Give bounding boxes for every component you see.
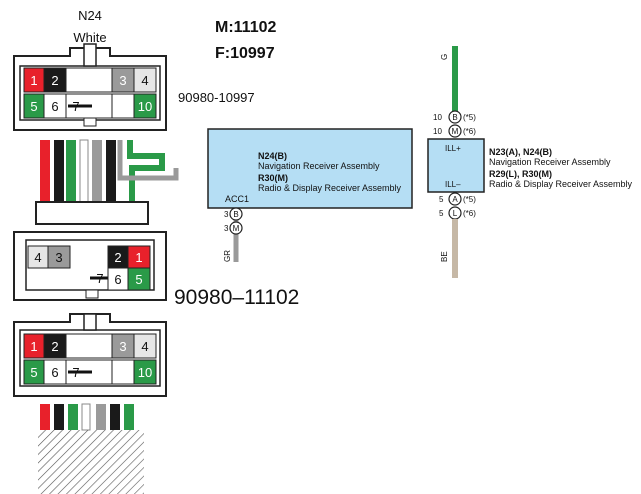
top-pin-2: 2	[51, 73, 58, 88]
mid-pin-2: 2	[114, 250, 121, 265]
right-pin-a: 5	[439, 195, 444, 204]
bottom-pin-4: 4	[141, 339, 148, 354]
right-letter-a: A	[452, 195, 458, 204]
mid-pin-4: 4	[34, 250, 41, 265]
code-f: F:10997	[215, 45, 275, 62]
bottom-pin-1: 1	[30, 339, 37, 354]
left-wire-color: GR	[223, 250, 232, 262]
middle-part-number: 90980–11102	[174, 286, 299, 309]
right-pin-b: 10	[433, 113, 442, 122]
left-module-name2: Radio & Display Receiver Assembly	[258, 183, 402, 193]
right-letter-b: B	[452, 113, 457, 122]
right-note-l: (*6)	[463, 209, 476, 218]
left-letter-b: B	[233, 210, 238, 219]
right-module-ref: N23(A), N24(B)	[489, 147, 552, 157]
right-module-ref2: R29(L), R30(M)	[489, 169, 552, 179]
mid-pin-1: 1	[135, 250, 142, 265]
wires-upper	[40, 139, 179, 203]
left-letter-m: M	[233, 224, 240, 233]
bottom-pin-5: 5	[30, 365, 37, 380]
right-module-name1: Navigation Receiver Assembly	[489, 157, 611, 167]
top-pin-3: 3	[119, 73, 126, 88]
top-pin-6: 6	[51, 99, 58, 114]
right-letter-l: L	[453, 209, 458, 218]
top-pin-1: 1	[30, 73, 37, 88]
right-pin-m: 10	[433, 127, 442, 136]
top-pin-4: 4	[141, 73, 148, 88]
right-module-name2: Radio & Display Receiver Assembly	[489, 179, 633, 189]
mid-pin-5: 5	[135, 272, 142, 287]
bottom-pin-3: 3	[119, 339, 126, 354]
top-connector: 1 2 3 4 5 6 7 10	[13, 43, 167, 131]
code-m: M:11102	[215, 19, 276, 36]
mid-pin-3: 3	[55, 250, 62, 265]
right-pin-l: 5	[439, 209, 444, 218]
left-module: N24(B) Navigation Receiver Assembly R30(…	[207, 128, 413, 262]
right-note-a: (*5)	[463, 195, 476, 204]
bottom-pin-10: 10	[138, 365, 152, 380]
right-module: G B 10 (*5) M 10 (*6) ILL+ ILL– N23(A), …	[427, 46, 633, 278]
left-pin-m: 3	[224, 224, 229, 233]
right-note-b: (*5)	[463, 113, 476, 122]
right-ill-minus: ILL–	[445, 180, 461, 189]
right-letter-m: M	[452, 127, 459, 136]
bottom-pin-6: 6	[51, 365, 58, 380]
left-module-name1: Navigation Receiver Assembly	[258, 161, 380, 171]
middle-connector: 4 3 2 1 7 6 5	[13, 201, 167, 301]
left-terminal-label: ACC1	[225, 194, 249, 204]
top-pin-5: 5	[30, 99, 37, 114]
top-part-number: 90980-10997	[178, 90, 255, 105]
left-module-ref: N24(B)	[258, 151, 287, 161]
bottom-pin-7: 7	[72, 365, 79, 380]
wires-lower	[38, 403, 144, 494]
top-pin-7: 7	[72, 99, 79, 114]
right-wire-bottom: BE	[440, 251, 449, 262]
top-pin-10: 10	[138, 99, 152, 114]
bottom-pin-2: 2	[51, 339, 58, 354]
left-module-ref2: R30(M)	[258, 173, 288, 183]
mid-pin-7: 7	[96, 271, 103, 286]
left-pin-b: 3	[224, 210, 229, 219]
mid-pin-6: 6	[114, 272, 121, 287]
right-note-m: (*6)	[463, 127, 476, 136]
connector-color: White	[73, 30, 106, 45]
right-ill-plus: ILL+	[445, 144, 461, 153]
connector-name: N24	[78, 8, 102, 23]
bottom-connector: 1 2 3 4 5 6 7 10	[13, 313, 167, 397]
right-wire-top: G	[440, 54, 449, 60]
